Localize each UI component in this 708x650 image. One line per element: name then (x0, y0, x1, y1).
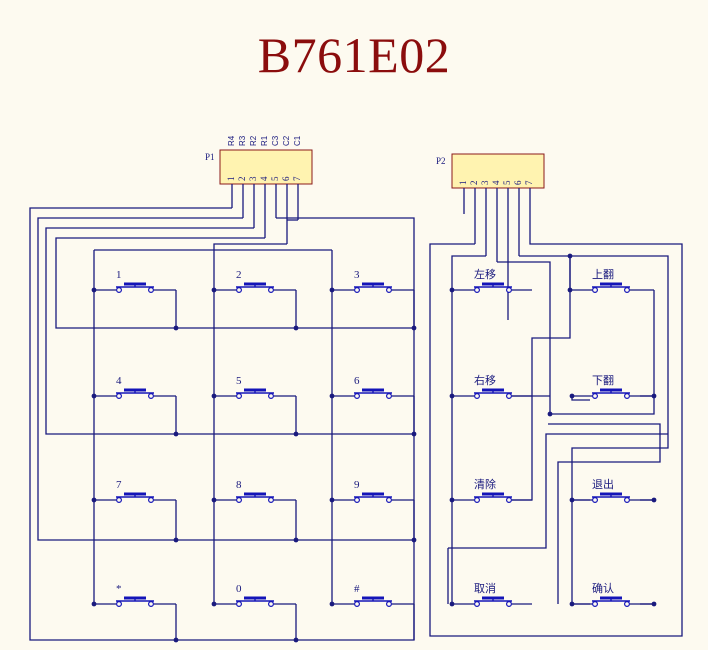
keypad-key-12: # (354, 583, 393, 607)
keypad-key-3-label: 3 (354, 269, 360, 281)
function-key-2-label: 上翻 (592, 267, 614, 281)
keypad-key-4: 4 (115, 375, 155, 400)
function-key-8-label: 确认 (592, 582, 614, 595)
header-p1-signal-r1: R1 (260, 135, 269, 146)
keypad-key-10-label: * (116, 583, 122, 595)
keypad-key-10: * (115, 583, 155, 607)
header-p1-signal-r4: R4 (227, 135, 236, 146)
header-p1-pin-2: 2 (237, 177, 247, 182)
header-p2-pin-3: 3 (480, 180, 490, 185)
header-p2-pin-5: 5 (502, 180, 512, 185)
header-p1-signal-c2: C2 (282, 135, 291, 146)
function-key-7-label: 取消 (474, 581, 496, 595)
keypad-key-11-label: 0 (236, 583, 242, 595)
function-key-1: 左移 (474, 268, 513, 294)
header-p1-pin-4: 4 (259, 176, 269, 181)
function-key-3: 右移 (474, 373, 513, 400)
function-key-6-label: 退出 (592, 477, 614, 491)
schematic-title: B761E02 (257, 27, 451, 83)
function-key-6: 退出 (591, 477, 630, 504)
keypad-key-8: 8 (236, 479, 275, 504)
keypad-key-1-label: 1 (116, 269, 122, 281)
keypad-key-6-label: 6 (354, 375, 360, 387)
header-p1-pin-5: 5 (270, 176, 280, 181)
function-key-wiring (429, 188, 683, 637)
keypad-key-11: 0 (236, 583, 275, 607)
keypad-key-2-label: 2 (236, 269, 242, 281)
header-p2-pin-1: 1 (458, 181, 468, 186)
header-p1-pin-6: 6 (281, 176, 291, 181)
keypad-key-5: 5 (236, 375, 275, 400)
keypad-key-8-label: 8 (236, 479, 242, 491)
header-p1-signal-r3: R3 (238, 135, 247, 146)
function-key-4: 下翻 (591, 373, 630, 400)
header-p1-designator: P1 (205, 152, 215, 162)
header-p1-signal-c3: C3 (271, 135, 280, 146)
keypad-key-12-label: # (354, 583, 360, 595)
header-p1-body (219, 149, 313, 185)
header-p2-designator: P2 (436, 156, 446, 166)
function-key-4-label: 下翻 (592, 373, 614, 387)
keypad-key-1: 1 (115, 269, 155, 294)
header-p2-pin-4: 4 (491, 180, 501, 185)
keypad-key-3: 3 (354, 269, 393, 294)
keypad-wiring (29, 184, 415, 641)
function-key-1-label: 左移 (474, 268, 496, 281)
keypad-key-9-label: 9 (354, 479, 360, 491)
function-key-3-label: 右移 (474, 373, 496, 387)
function-key-5-label: 清除 (474, 477, 496, 491)
keypad-key-4-label: 4 (116, 375, 122, 387)
function-key-7: 取消 (474, 581, 513, 607)
function-key-5: 清除 (474, 477, 513, 504)
function-key-8: 确认 (591, 582, 630, 607)
header-p2-pin-2: 2 (469, 181, 479, 186)
header-p1-signal-r2: R2 (249, 135, 258, 146)
header-p1-pin-7: 7 (292, 176, 302, 181)
header-p2-pin-7: 7 (524, 180, 534, 185)
header-p1-pin-1: 1 (226, 177, 236, 182)
header-p1-pin-3: 3 (248, 176, 258, 181)
function-key-2: 上翻 (591, 267, 630, 294)
keypad-key-7-label: 7 (116, 479, 122, 491)
header-p2-pin-6: 6 (513, 180, 523, 185)
header-p1-signal-c1: C1 (293, 135, 302, 146)
keypad-key-9: 9 (354, 479, 393, 504)
keypad-key-7: 7 (115, 479, 155, 504)
keypad-key-2: 2 (236, 269, 275, 294)
header-p2-body (451, 153, 545, 189)
keypad-key-5-label: 5 (236, 375, 242, 387)
keypad-key-6: 6 (354, 375, 393, 400)
